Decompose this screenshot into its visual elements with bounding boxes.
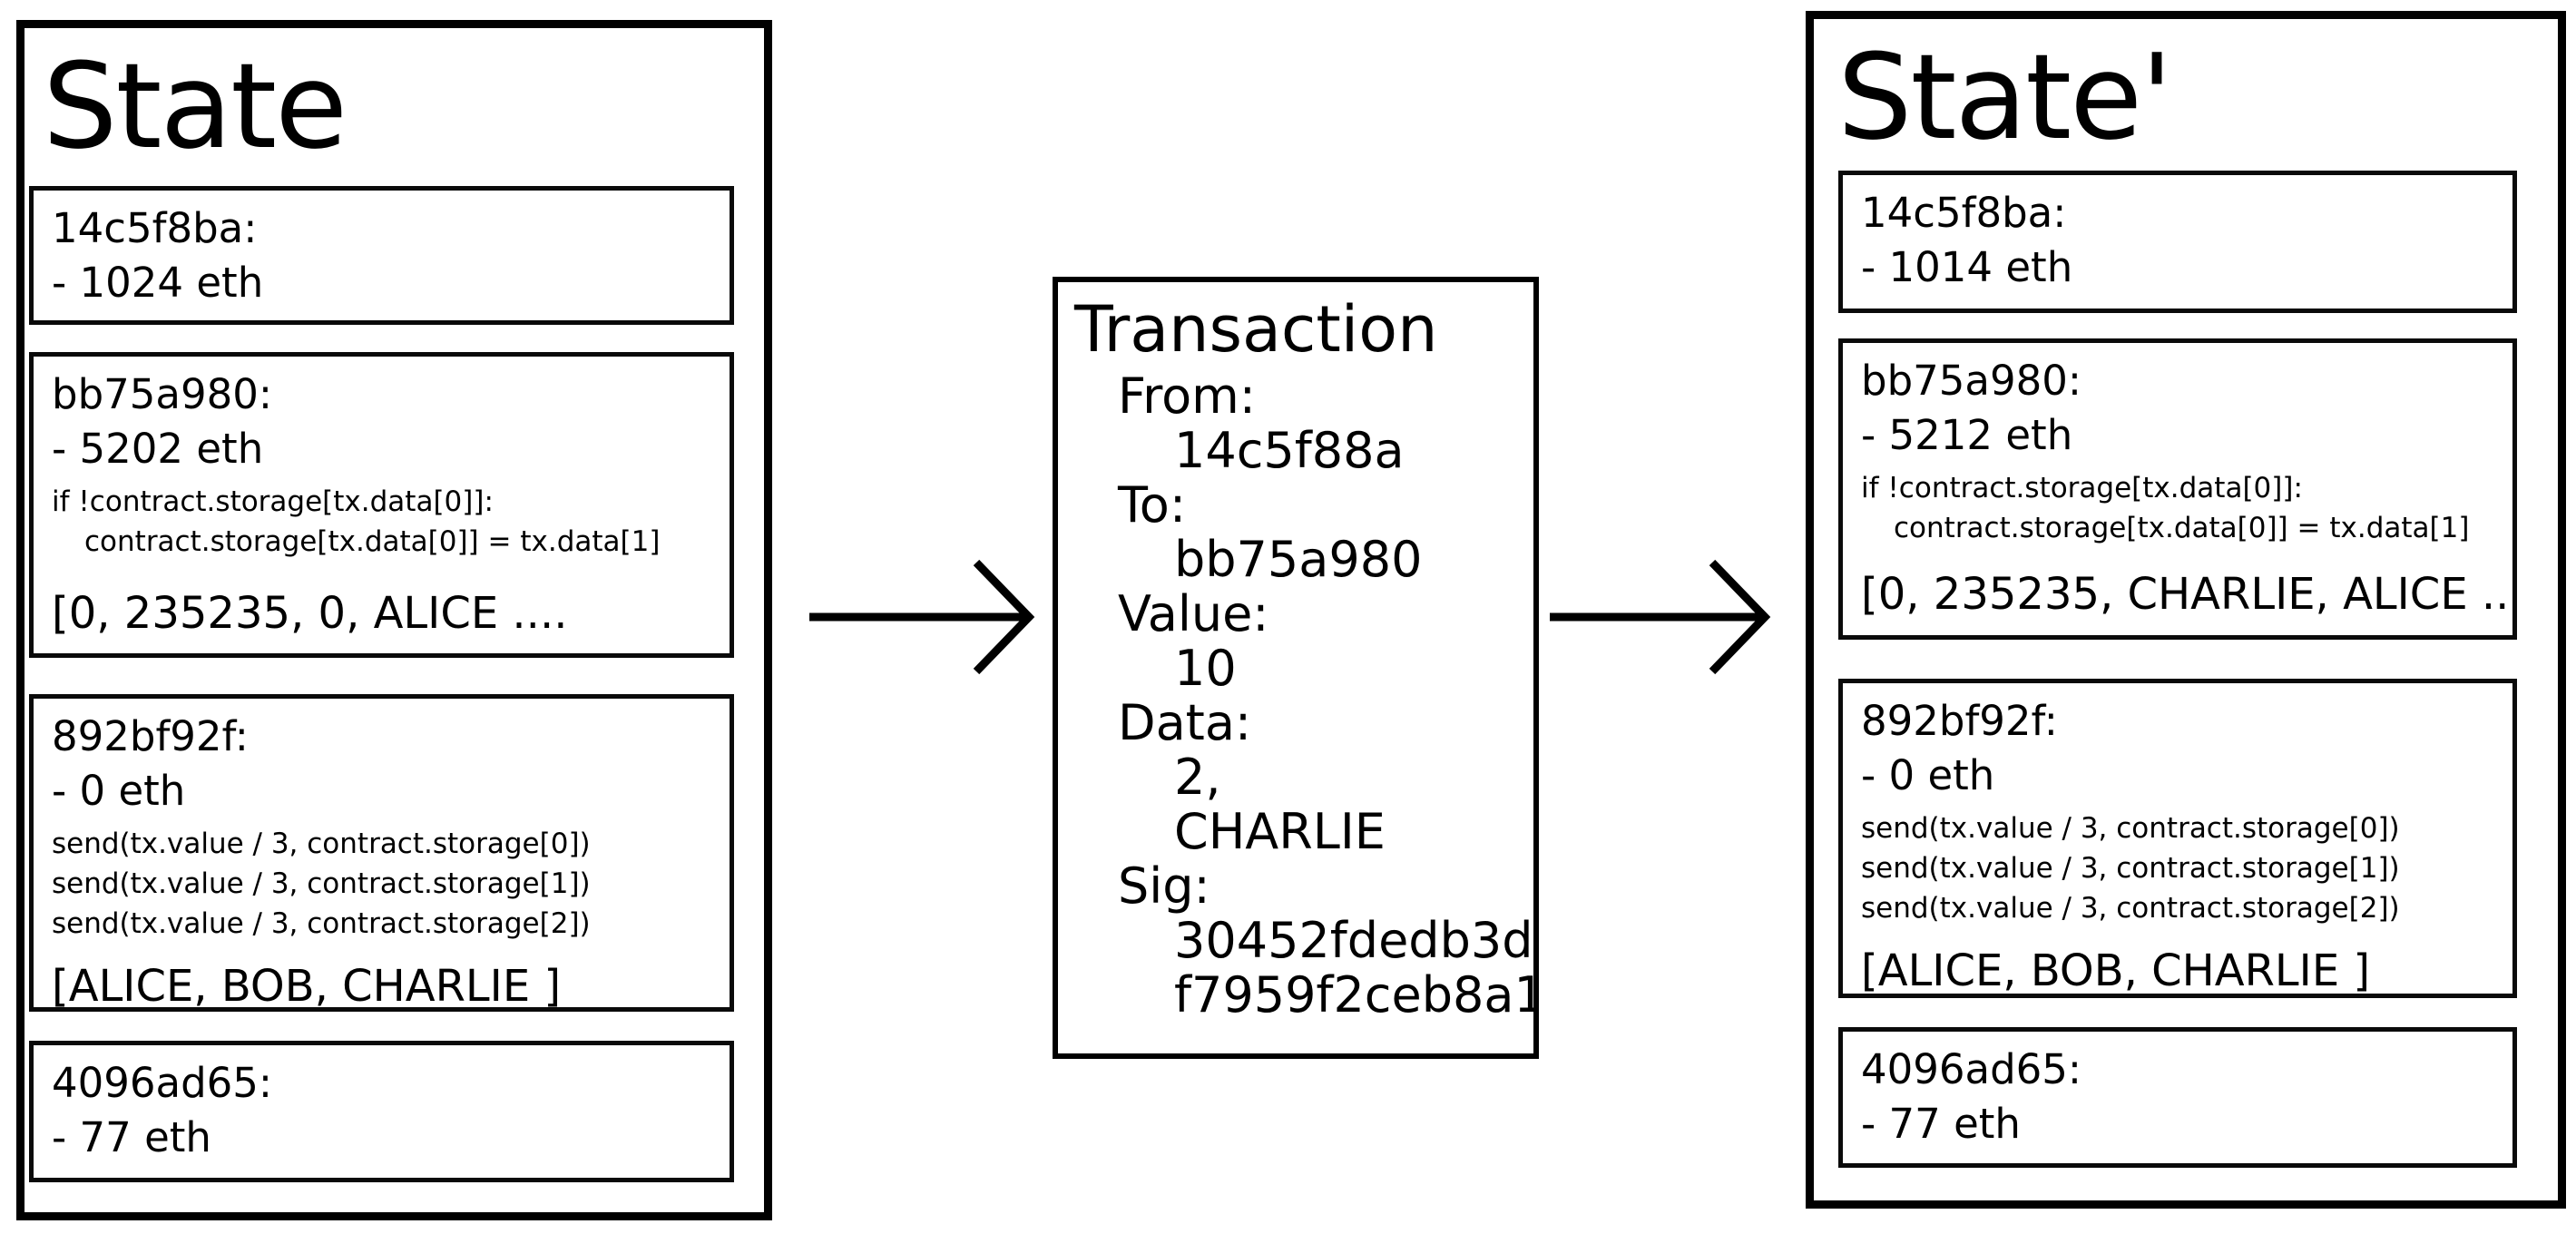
account-address: 4096ad65: <box>52 1059 273 1107</box>
tx-field-value-sig: f7959f2ceb8a1 <box>1174 966 1539 1023</box>
contract-code-line: send(tx.value / 3, contract.storage[0]) <box>1861 812 2400 845</box>
contract-code-line: send(tx.value / 3, contract.storage[0]) <box>52 828 591 860</box>
account-box-14c5f8ba: 14c5f8ba: - 1024 eth <box>29 186 734 325</box>
arrow-state-to-transaction-icon <box>798 544 1043 690</box>
account-balance: - 1014 eth <box>1861 243 2073 291</box>
account-box-892bf92f: 892bf92f: - 0 eth send(tx.value / 3, con… <box>29 694 734 1012</box>
tx-field-value-from: 14c5f88a <box>1174 422 1405 479</box>
tx-field-label-from: From: <box>1118 367 1256 425</box>
account-balance: - 5212 eth <box>1861 411 2073 459</box>
account-address: 4096ad65: <box>1861 1045 2082 1093</box>
account-address: bb75a980: <box>52 370 273 418</box>
account-box-14c5f8ba-after: 14c5f8ba: - 1014 eth <box>1838 171 2517 313</box>
account-box-bb75a980-after: bb75a980: - 5212 eth if !contract.storag… <box>1838 338 2517 640</box>
tx-field-label-to: To: <box>1118 476 1187 534</box>
transaction-panel: Transaction From: 14c5f88a To: bb75a980 … <box>1053 277 1539 1059</box>
account-address: bb75a980: <box>1861 357 2082 405</box>
contract-code: if !contract.storage[tx.data[0]]: contra… <box>52 482 711 562</box>
tx-field-value-data: 2, <box>1174 749 1221 806</box>
tx-field-value-value: 10 <box>1174 640 1237 697</box>
transaction-title: Transaction <box>1074 292 1438 367</box>
contract-code-line: send(tx.value / 3, contract.storage[1]) <box>52 867 591 900</box>
contract-code: if !contract.storage[tx.data[0]]: contra… <box>1861 468 2494 548</box>
contract-code: send(tx.value / 3, contract.storage[0]) … <box>1861 808 2494 928</box>
tx-field-value-sig: 30452fdedb3d <box>1174 912 1533 969</box>
contract-storage: [ALICE, BOB, CHARLIE ] <box>52 961 562 1012</box>
tx-field-label-data: Data: <box>1118 694 1252 751</box>
account-address: 14c5f8ba: <box>1861 189 2067 237</box>
account-balance: - 0 eth <box>1861 751 1995 799</box>
account-box-4096ad65-after: 4096ad65: - 77 eth <box>1838 1027 2517 1168</box>
account-balance: - 77 eth <box>52 1113 211 1161</box>
contract-code: send(tx.value / 3, contract.storage[0]) … <box>52 824 711 944</box>
contract-storage: [ALICE, BOB, CHARLIE ] <box>1861 945 2371 996</box>
account-address: 892bf92f: <box>1861 697 2058 745</box>
contract-storage: [0, 235235, CHARLIE, ALICE .. <box>1861 569 2510 620</box>
state-before-title: State <box>43 37 348 175</box>
contract-code-line: if !contract.storage[tx.data[0]]: <box>52 485 494 518</box>
account-box-892bf92f-after: 892bf92f: - 0 eth send(tx.value / 3, con… <box>1838 679 2517 998</box>
arrow-transaction-to-state-icon <box>1543 544 1778 690</box>
contract-code-line: contract.storage[tx.data[0]] = tx.data[1… <box>1894 512 2470 544</box>
contract-storage: [0, 235235, 0, ALICE .... <box>52 588 568 639</box>
account-balance: - 5202 eth <box>52 425 264 473</box>
account-address: 892bf92f: <box>52 712 249 760</box>
account-address: 14c5f8ba: <box>52 204 258 252</box>
account-box-4096ad65: 4096ad65: - 77 eth <box>29 1041 734 1182</box>
tx-field-value-data: CHARLIE <box>1174 803 1386 860</box>
contract-code-line: send(tx.value / 3, contract.storage[2]) <box>52 907 591 940</box>
tx-field-label-value: Value: <box>1118 585 1269 642</box>
account-box-bb75a980: bb75a980: - 5202 eth if !contract.storag… <box>29 352 734 658</box>
contract-code-line: if !contract.storage[tx.data[0]]: <box>1861 472 2303 504</box>
state-after-title: State' <box>1837 28 2173 166</box>
tx-field-label-sig: Sig: <box>1118 857 1210 915</box>
contract-code-line: send(tx.value / 3, contract.storage[2]) <box>1861 892 2400 925</box>
tx-field-value-to: bb75a980 <box>1174 531 1423 588</box>
account-balance: - 77 eth <box>1861 1100 2021 1148</box>
account-balance: - 0 eth <box>52 767 186 815</box>
contract-code-line: contract.storage[tx.data[0]] = tx.data[1… <box>84 525 661 558</box>
contract-code-line: send(tx.value / 3, contract.storage[1]) <box>1861 852 2400 885</box>
account-balance: - 1024 eth <box>52 259 264 307</box>
